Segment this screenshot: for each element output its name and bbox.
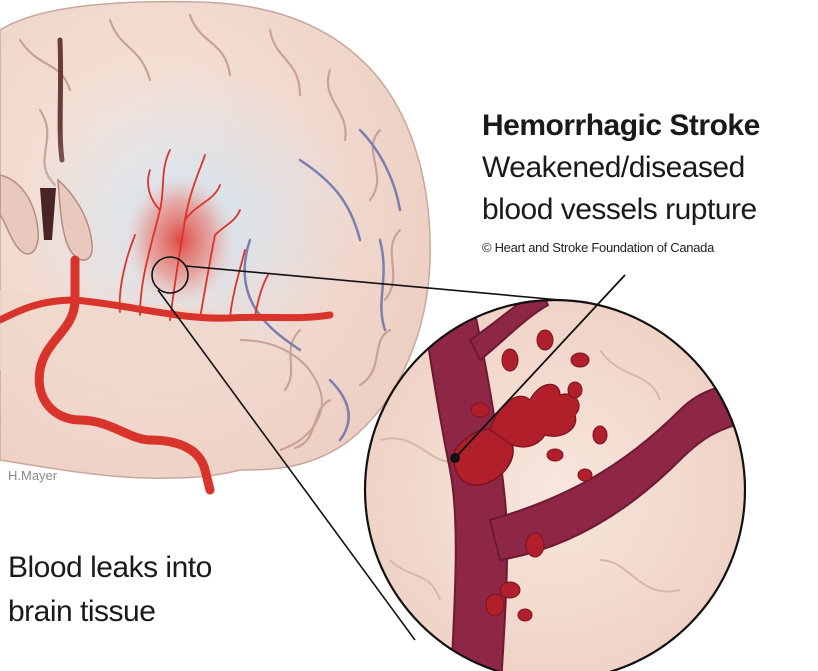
caption-line1: Blood leaks into: [8, 550, 212, 586]
diagram-title: Hemorrhagic Stroke: [482, 108, 760, 144]
diagram-subtitle-line2: blood vessels rupture: [482, 192, 757, 228]
caption-line2: brain tissue: [8, 594, 155, 630]
diagram-subtitle-line1: Weakened/diseased: [482, 150, 745, 186]
zoom-inset: [365, 290, 760, 671]
copyright-credit: © Heart and Stroke Foundation of Canada: [482, 240, 714, 256]
brain-section: [0, 2, 430, 490]
label-pointer-dot: [450, 453, 460, 463]
artist-signature: H.Mayer: [8, 468, 57, 484]
